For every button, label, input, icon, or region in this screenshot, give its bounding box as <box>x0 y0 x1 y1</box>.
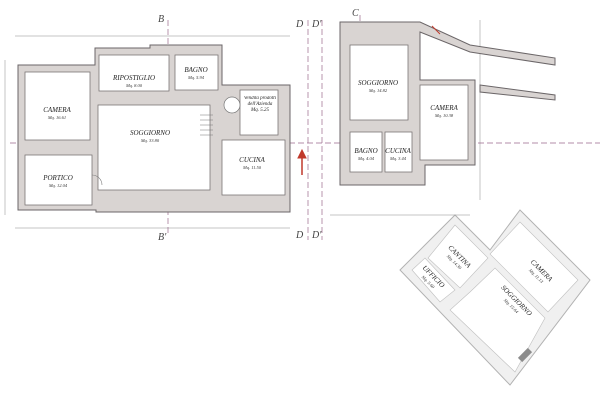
room-label-soggiorno: SOGGIORNO <box>130 129 170 137</box>
rotated-plan <box>399 209 591 386</box>
annex-labels: SOGGIORNO Mq. 14.82 CAMERA Mq. 10.38 BAG… <box>354 79 458 161</box>
room-area: Mq. 5.25 <box>251 108 269 113</box>
room-label-cucina: CUCINA <box>385 147 411 155</box>
room-label-camera: CAMERA <box>43 106 71 114</box>
room-area: Mq. 3.44 <box>389 156 407 161</box>
room-area: Mq. 12.04 <box>48 183 68 188</box>
ground-floor-labels: CAMERA Mq. 16.61 RIPOSTIGLIO Mq. 8.00 BA… <box>42 66 277 188</box>
entrance-arrow-icon <box>297 148 307 175</box>
room-area: Mq. 14.82 <box>368 88 388 93</box>
room-area: Mq. 33.80 <box>140 138 160 143</box>
section-marker-c: C <box>352 8 359 19</box>
room-label-bagno: BAGNO <box>354 147 377 155</box>
room-area: Mq. 10.38 <box>434 113 454 118</box>
section-marker-b-top: B <box>158 14 164 25</box>
section-marker-d-prime-top: D' <box>311 19 322 30</box>
room-area: Mq. 11.50 <box>242 165 262 170</box>
room-area: Mq. 4.04 <box>357 156 375 161</box>
section-marker-d-bottom: D <box>295 230 304 241</box>
room-label-portico: PORTICO <box>42 174 73 182</box>
room-label-soggiorno: SOGGIORNO <box>358 79 398 87</box>
room-area: Mq. 16.61 <box>47 115 66 120</box>
room-area: Mq. 8.00 <box>125 83 143 88</box>
room-label-bagno: BAGNO <box>184 66 207 74</box>
ground-floor-plan <box>17 44 291 213</box>
room-label-cucina: CUCINA <box>239 156 265 164</box>
section-marker-d-prime-bottom: D' <box>311 230 322 241</box>
room-area: Mq. 5.94 <box>187 75 205 80</box>
room-label-ripostiglio: RIPOSTIGLIO <box>112 74 155 82</box>
section-marker-d-top: D <box>295 19 304 30</box>
section-marker-b-bottom: B' <box>158 232 167 243</box>
room-label-camera: CAMERA <box>430 104 458 112</box>
room-label-vendita: Vendita prodotti dell'Azienda <box>243 96 277 107</box>
annex-plan <box>339 21 556 186</box>
